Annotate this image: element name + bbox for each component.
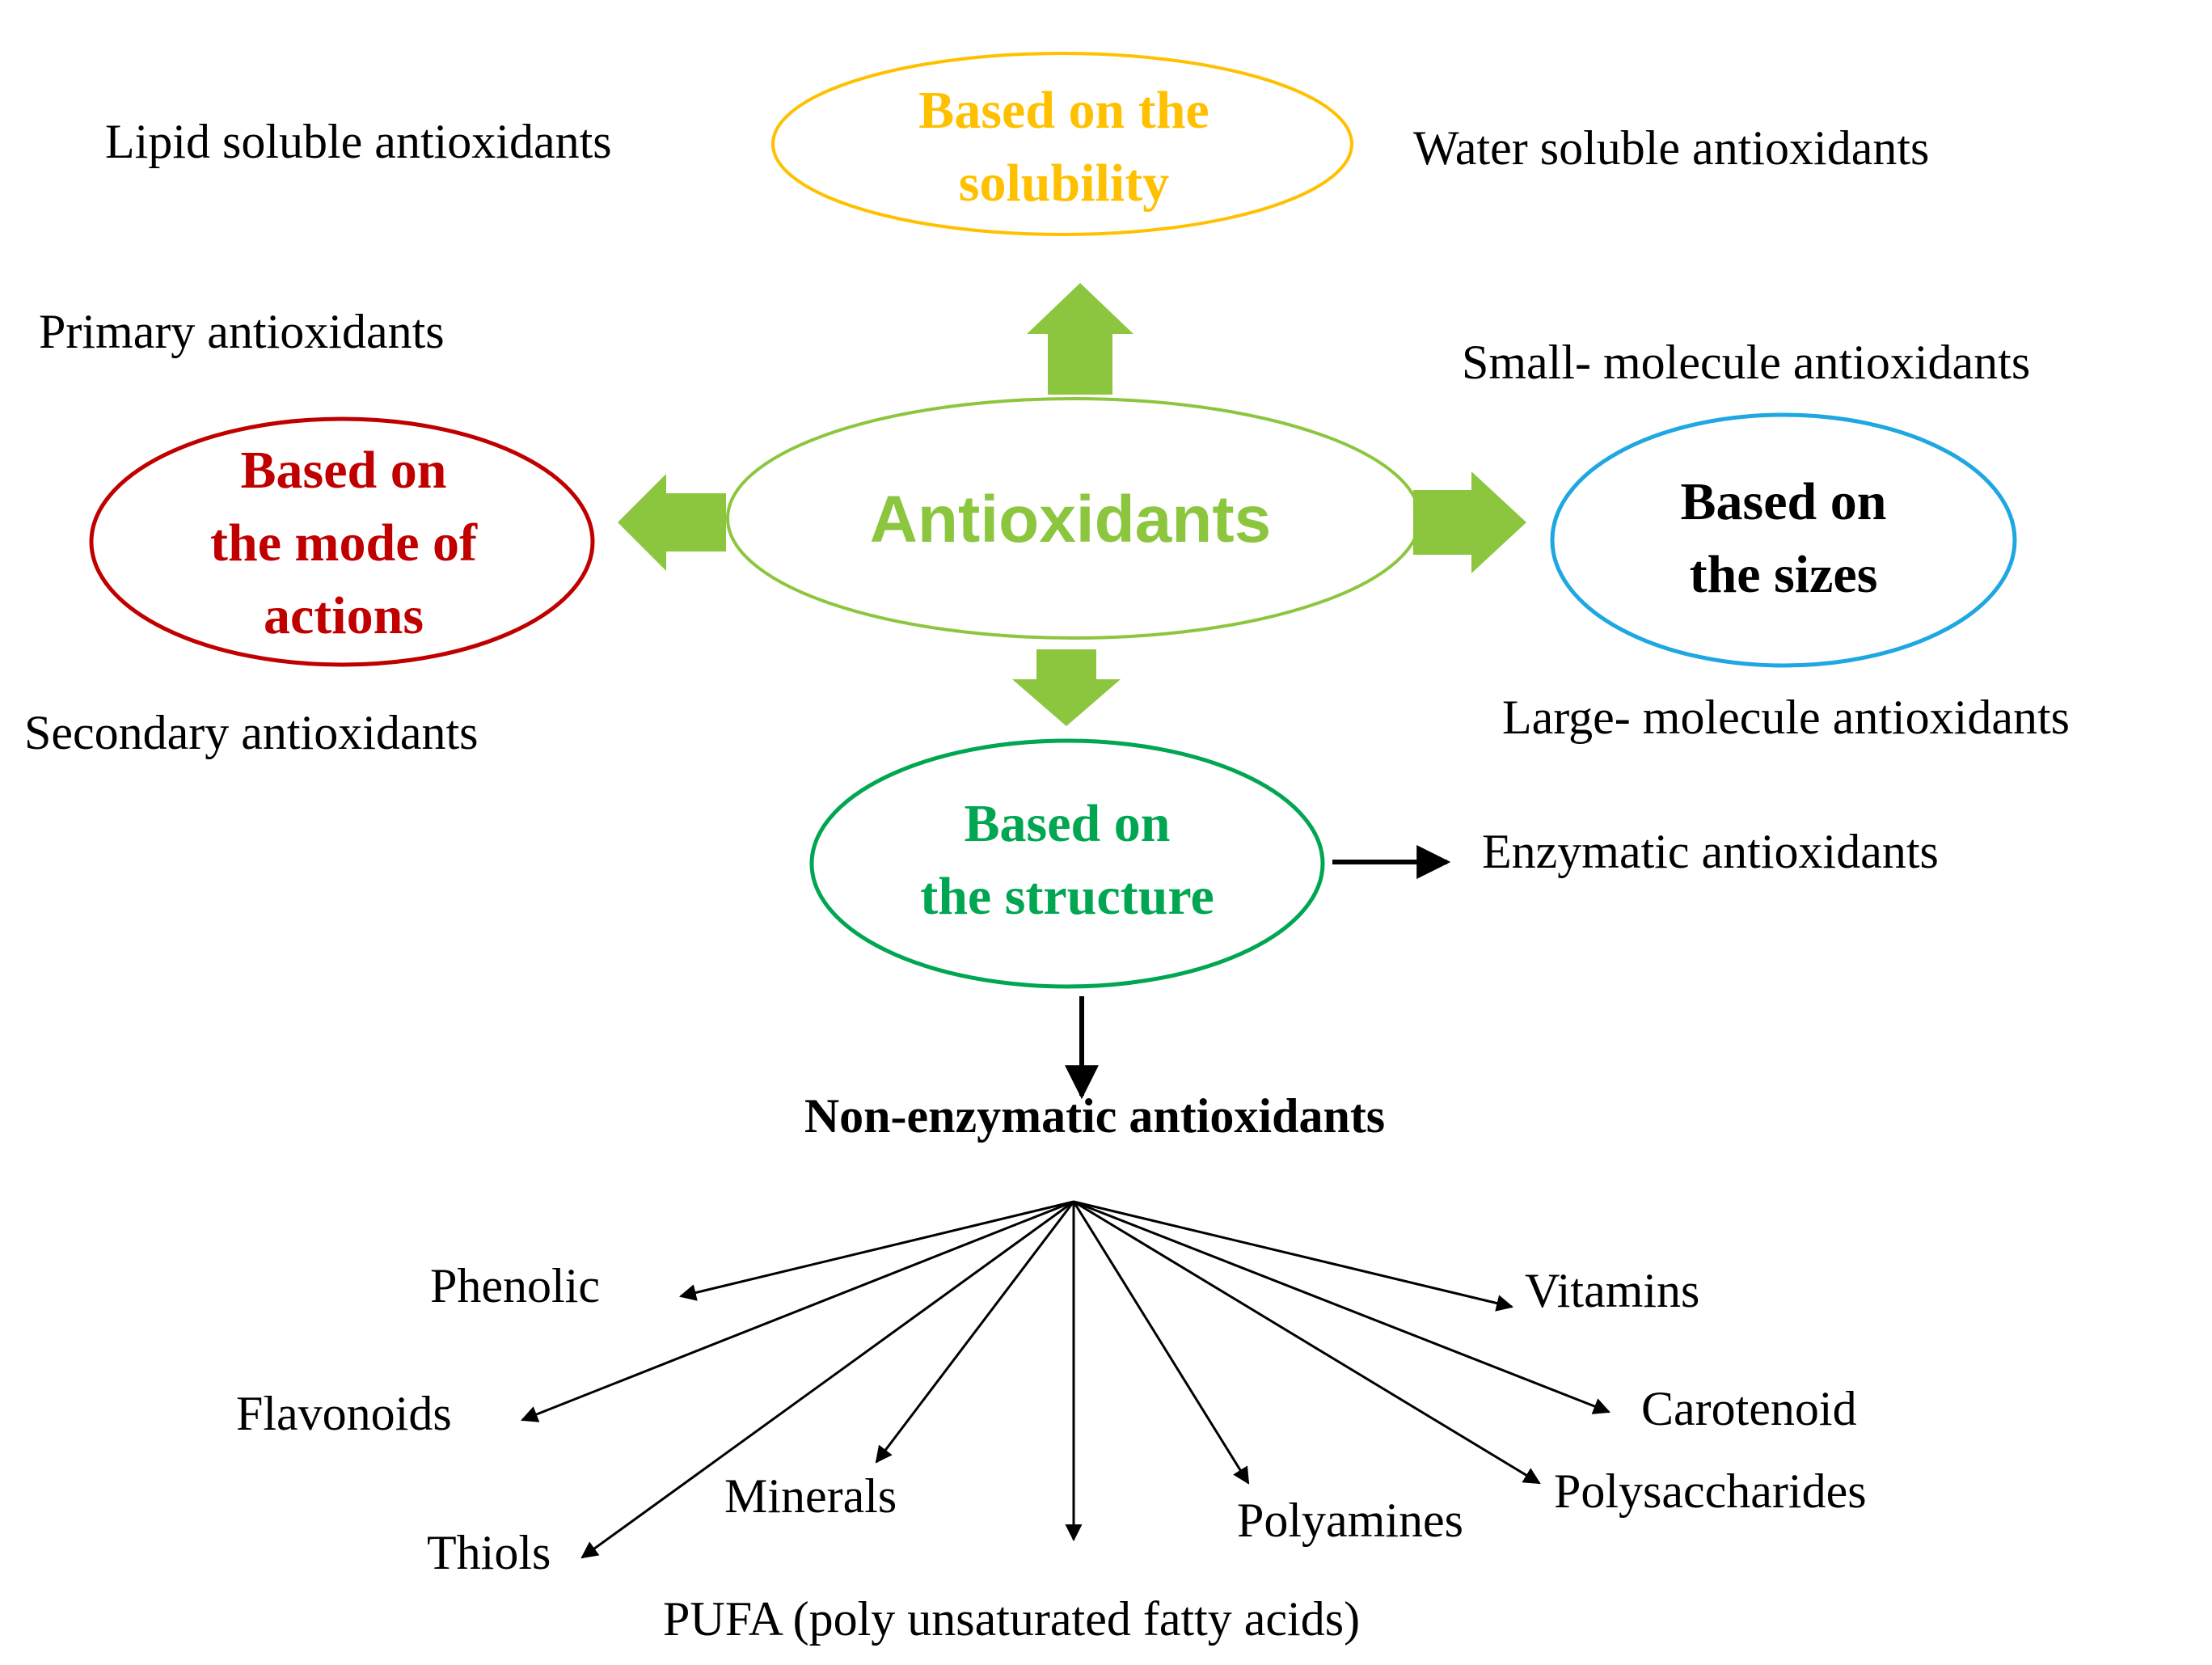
flavonoids-label: Flavonoids (236, 1387, 452, 1440)
vitamins-label: Vitamins (1525, 1264, 1699, 1317)
arrow-to-polyamines (1072, 1201, 1250, 1485)
polyamines-label: Polyamines (1237, 1494, 1463, 1547)
mode-title-line1: Based on (241, 441, 447, 500)
arrow-to-thiols (580, 1200, 1074, 1559)
large-molecule-label: Large- molecule antioxidants (1502, 691, 2070, 744)
block-arrow-up (1027, 283, 1133, 395)
arrow-to-polysaccharides (1073, 1200, 1541, 1485)
solubility-title-line1: Based on the (918, 81, 1209, 140)
carotenoid-label: Carotenoid (1641, 1382, 1857, 1435)
polysaccharides-label: Polysaccharides (1554, 1464, 1867, 1518)
lipid-soluble-label: Lipid soluble antioxidants (105, 115, 612, 168)
ellipse-mode (89, 416, 595, 667)
mode-title-line3: actions (264, 586, 424, 645)
non-enzymatic-branches (521, 1200, 1610, 1559)
small-molecule-label: Small- molecule antioxidants (1462, 336, 2030, 389)
arrow-to-carotenoid (1073, 1200, 1610, 1414)
sizes-title-line1: Based on (1681, 472, 1887, 531)
pufa-label: PUFA (poly unsaturated fatty acids) (663, 1592, 1360, 1646)
ellipse-sizes (1550, 412, 2017, 668)
enzymatic-label: Enzymatic antioxidants (1482, 825, 1939, 878)
water-soluble-label: Water soluble antioxidants (1413, 121, 1929, 175)
block-arrow-down (1012, 649, 1121, 726)
sizes-title-line2: the sizes (1690, 545, 1878, 604)
arrow-to-flavonoids (521, 1200, 1074, 1422)
mode-title-line2: the mode of (210, 513, 478, 573)
phenolic-label: Phenolic (430, 1259, 600, 1312)
block-arrow-right (1413, 471, 1526, 573)
center-title: Antioxidants (870, 483, 1272, 556)
minerals-label: Minerals (724, 1469, 897, 1523)
ellipse-center (726, 397, 1421, 640)
structure-title-line2: the structure (920, 867, 1214, 926)
solubility-title-line2: solubility (959, 154, 1169, 213)
ellipse-solubility (771, 52, 1353, 236)
arrow-to-vitamins (1073, 1200, 1514, 1312)
block-arrow-left (618, 474, 726, 571)
arrow-to-minerals (875, 1201, 1075, 1464)
arrow-to-phenolic (678, 1200, 1074, 1301)
ellipse-structure (809, 738, 1325, 989)
primary-antioxidants-label: Primary antioxidants (39, 305, 445, 358)
secondary-antioxidants-label: Secondary antioxidants (24, 706, 479, 759)
structure-title-line1: Based on (965, 794, 1171, 853)
thiols-label: Thiols (427, 1526, 551, 1579)
non-enzymatic-label: Non-enzymatic antioxidants (804, 1089, 1385, 1143)
